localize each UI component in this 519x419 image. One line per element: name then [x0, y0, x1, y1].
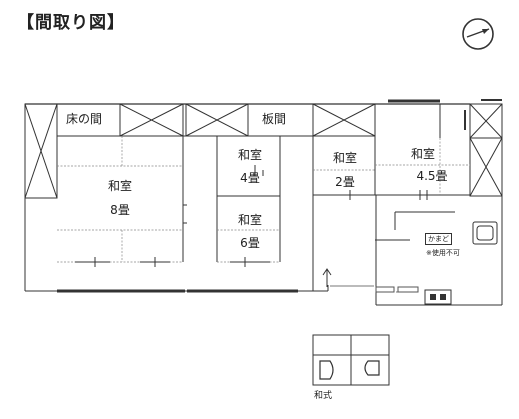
tokonoma-label: 床の間 — [66, 112, 103, 126]
arrow-up-icon — [322, 268, 332, 287]
room-45jo-size: 4.5畳 — [416, 169, 448, 183]
itanoma-label: 板間 — [262, 112, 287, 126]
room-8jo-name: 和室 — [107, 179, 133, 193]
closet-center — [185, 103, 249, 137]
room-4jo-size: 4畳 — [240, 171, 260, 185]
room-8jo-size: 8畳 — [110, 203, 130, 217]
kamado-note: ※使用不可 — [426, 249, 460, 257]
kamado-label: かまど — [425, 233, 452, 245]
room-45jo-name: 和室 — [410, 147, 436, 161]
room-6jo-size: 6畳 — [240, 236, 260, 250]
toilet-block — [312, 334, 390, 386]
room-2jo-name: 和室 — [332, 151, 358, 165]
page-title: 【間取り図】 — [17, 13, 125, 33]
sink-icon — [472, 221, 498, 245]
closet-right — [312, 103, 376, 137]
closet-far-right — [469, 137, 503, 197]
compass-icon — [462, 18, 494, 50]
closet-far-right-top — [469, 103, 503, 139]
closet-left — [24, 103, 58, 199]
toilet-icon — [319, 360, 380, 380]
room-6jo-name: 和室 — [237, 213, 263, 227]
closet-tokonoma-side — [119, 103, 184, 137]
stove-icon — [424, 289, 452, 305]
room-4jo-name: 和室 — [237, 148, 263, 162]
room-2jo-size: 2畳 — [335, 175, 355, 189]
toilet-label: 和式 — [314, 391, 333, 401]
